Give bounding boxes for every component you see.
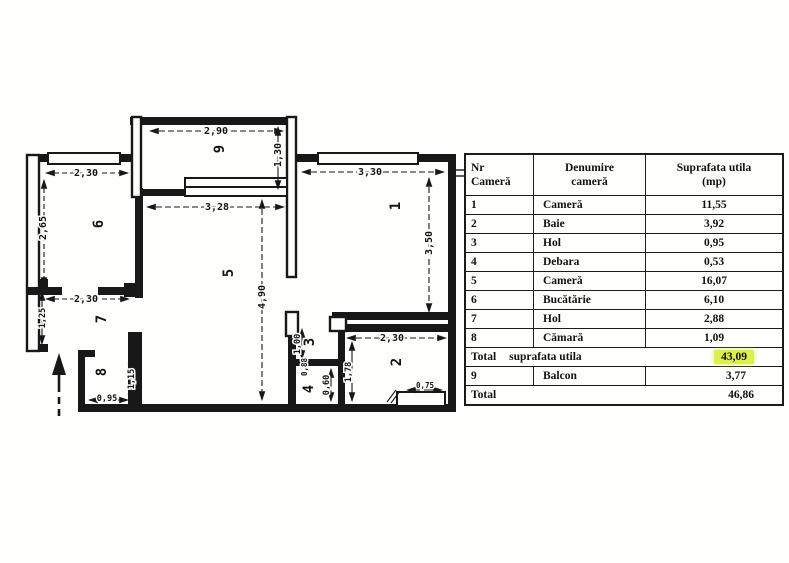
wall-bath-top [338,324,455,332]
svg-text:1,78: 1,78 [344,362,354,382]
dim-room1-depth: 3,50 [423,176,437,314]
svg-text:2,30: 2,30 [74,168,98,179]
svg-text:0,75: 0,75 [416,381,434,390]
dim-kitchen-depth: 2,65 [37,178,51,288]
windows [47,152,446,407]
svg-text:2,30: 2,30 [74,294,98,305]
svg-text:2,30: 2,30 [380,333,404,344]
table-row: 2 Baie 3,92 [466,214,782,233]
wall-bath-left [338,324,345,412]
dim-pantry-width: 0,95 [87,393,130,406]
wall-left [25,153,41,353]
wall-room1-left [285,115,298,279]
wall-kitchen-bottom-left [27,287,62,295]
svg-text:1,00: 1,00 [293,334,303,354]
wall-hall3-debara [296,359,338,366]
wall-pantry-top-flange [78,350,95,357]
hatch-mark [386,389,397,403]
wall-stub-hall3 [284,310,300,338]
wall-balcony-top [130,117,296,125]
header-suprafata: Suprafata utila (mp) [676,161,752,188]
svg-text:3,50: 3,50 [424,231,435,255]
wall-left-flange-b [38,344,48,352]
wall-room1-bottom [332,312,455,320]
hatch-mark [390,390,401,404]
room-label-8: 8 [94,368,110,376]
svg-text:4,90: 4,90 [257,285,268,309]
room-label-2: 2 [389,358,405,366]
dim-kitchen-width: 2,30 [44,167,130,181]
wall-kitchen-bottom-right [98,287,142,295]
wall-pantry-left [78,350,85,412]
svg-text:2,90: 2,90 [204,126,228,137]
table-row: 1 Cameră 11,55 [466,195,782,214]
header-nr: Nr Cameră [466,155,534,195]
svg-text:1,15: 1,15 [127,369,137,389]
svg-text:0,88: 0,88 [300,357,309,376]
area-table: Nr Cameră Denumire cameră Suprafata util… [464,153,784,406]
table-row: 6 Bucătărie 6,10 [466,290,782,309]
balcony-row: 9 Balcon 3,77 [466,366,782,385]
room1-window [317,152,419,165]
table-row: 3 Hol 0,95 [466,233,782,252]
dim-hall7-width: 2,30 [44,293,131,307]
dim-debara-width: 0,88 [299,356,311,378]
svg-text:0,95: 0,95 [97,394,117,404]
room-label-9: 9 [212,145,228,153]
dim-balcony-depth: 1,30 [272,125,286,191]
dim-bath-step: 0,75 [405,380,444,394]
svg-text:3,30: 3,30 [358,167,382,178]
wall-jamb-bath [328,315,348,333]
svg-text:1,30: 1,30 [273,143,284,167]
dim-room5-width: 3,28 [145,201,286,215]
table-row: 4 Debara 0,53 [466,252,782,271]
room-label-6: 6 [91,220,107,228]
kitchen-window [47,152,121,165]
table-header: Nr Cameră Denumire cameră Suprafata util… [466,155,782,195]
room-label-1: 1 [388,202,404,210]
entrance-arrow [52,353,66,416]
total-utila-highlight: 43,09 [714,350,754,364]
dim-room5-depth: 4,90 [256,198,270,402]
room-label-7: 7 [94,315,110,323]
dim-room1-width: 3,30 [300,166,446,180]
table-row: 5 Cameră 16,07 [466,271,782,290]
dim-pantry-depth: 1,15 [126,353,139,404]
wall-room5-right-lower [288,336,296,412]
wall-bottom [78,404,455,412]
wall-left-flange-a [38,279,48,287]
room-label-4: 4 [301,385,317,393]
room-label-5: 5 [221,269,237,277]
dim-bath-width: 2,30 [345,332,448,346]
dim-hall3-depth: 1,00 [292,327,306,361]
total-utila-row: Total suprafata utila 43,09 [466,347,782,366]
svg-text:3,28: 3,28 [205,202,229,213]
table-row: 8 Cămară 1,09 [466,328,782,347]
table-row: 7 Hol 2,88 [466,309,782,328]
dim-hall7-depth: 1,25 [37,290,50,346]
svg-text:2,65: 2,65 [38,216,49,240]
dim-bath-depth: 1,78 [343,340,356,403]
room-labels: 9 6 1 5 7 8 3 4 2 [90,143,407,394]
wall-balcony-left [130,115,143,199]
header-denumire: Denumire cameră [534,155,646,195]
svg-text:0,60: 0,60 [322,375,332,395]
dim-debara-depth: 0,60 [321,367,335,403]
room-label-3: 3 [302,338,318,346]
wall-kitchen-room5 [135,188,143,298]
grand-total-row: Total 46,86 [466,385,782,404]
bath-step [396,391,446,407]
dim-balcony-width: 2,90 [148,125,285,139]
dimensions: 2,90 1,30 2,30 2,65 3,30 3,50 [37,125,448,406]
svg-text:1,25: 1,25 [38,308,48,328]
walls [25,115,466,412]
wall-right [448,154,456,412]
